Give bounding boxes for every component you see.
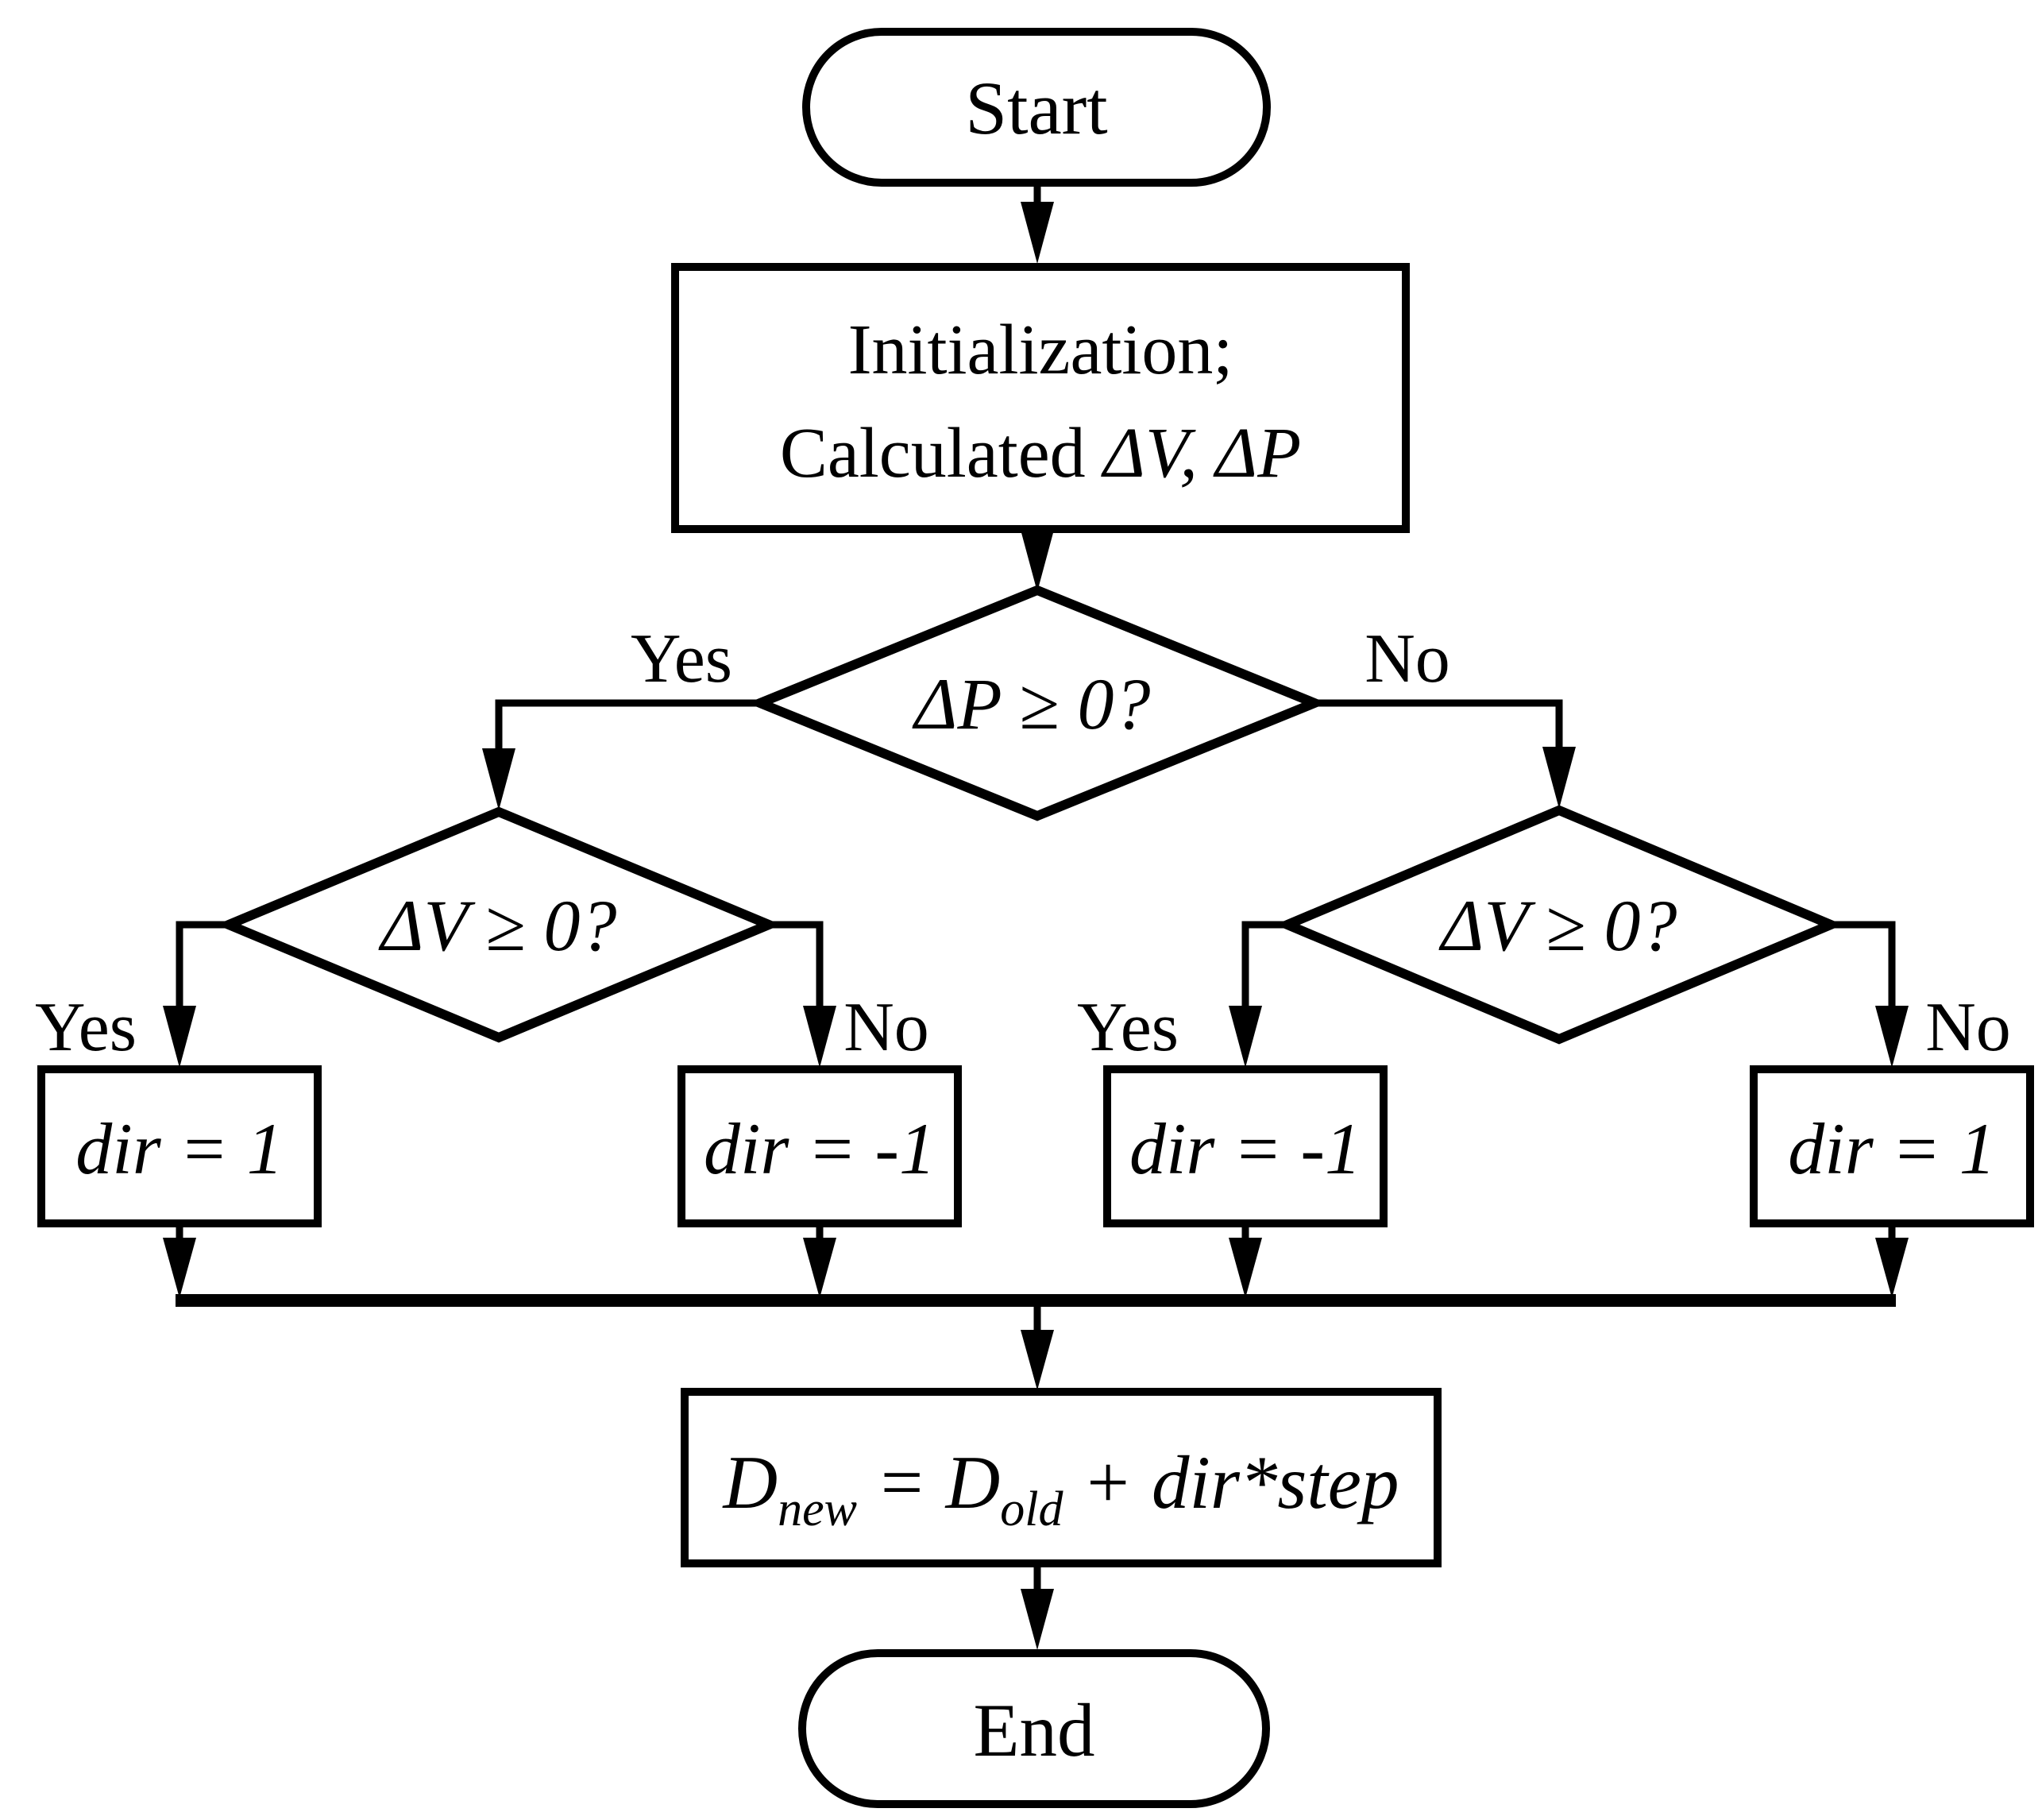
arrowhead-dp-yes xyxy=(482,748,515,810)
node-end-label: End xyxy=(973,1688,1094,1772)
node-update xyxy=(681,1388,1442,1567)
dir-right-yes-label: dir = -1 xyxy=(1129,1108,1361,1189)
node-decision-dp xyxy=(747,585,1327,821)
label-dv-right-yes: Yes xyxy=(1077,989,1179,1066)
label-dp-yes: Yes xyxy=(631,620,732,697)
update-sub1: new xyxy=(778,1482,857,1536)
dir-right-no-label: dir = 1 xyxy=(1788,1108,1995,1189)
update-sub2: old xyxy=(1000,1482,1063,1536)
update-base1: D xyxy=(722,1440,778,1524)
node-dir-right-yes xyxy=(1103,1065,1388,1227)
node-dir-left-yes xyxy=(37,1065,322,1227)
init-line1: Initialization; xyxy=(848,311,1233,389)
update-formula: Dnew = Dold + dir*step xyxy=(722,1440,1399,1536)
arrowhead-dv-left-no xyxy=(803,1006,836,1068)
dir-left-no-label: dir = -1 xyxy=(704,1108,936,1189)
arrowhead-update-end xyxy=(1021,1589,1054,1650)
label-dp-no: No xyxy=(1365,620,1450,697)
init-line2: Calculated ΔV, ΔP xyxy=(780,414,1301,493)
arrowhead-dp-no xyxy=(1542,747,1576,809)
arrowhead-init-decision xyxy=(1021,530,1054,592)
dir-left-yes-label: dir = 1 xyxy=(75,1108,283,1189)
init-line2-plain: Calculated xyxy=(780,414,1103,493)
arrowhead-merge-update xyxy=(1021,1330,1054,1390)
label-dv-left-no: No xyxy=(843,989,929,1066)
node-decision-dv-right xyxy=(1275,805,1843,1045)
label-dv-right-no: No xyxy=(1925,989,2011,1066)
arrowhead-dv-left-yes xyxy=(163,1006,196,1068)
arrowhead-dir-left-yes-merge xyxy=(163,1238,196,1298)
label-dv-left-yes: Yes xyxy=(35,989,137,1066)
arrowhead-dv-right-no xyxy=(1875,1006,1909,1068)
decision-dp-label: ΔP ≥ 0? xyxy=(911,663,1150,744)
edge-dv-left-yes xyxy=(176,921,229,1010)
node-initialization xyxy=(671,263,1410,533)
node-start-label: Start xyxy=(965,66,1107,150)
node-end xyxy=(798,1649,1270,1808)
node-decision-dv-left xyxy=(216,806,782,1043)
arrowhead-start-init xyxy=(1021,202,1054,264)
edge-dv-right-yes xyxy=(1241,921,1287,1010)
arrowhead-dv-right-yes xyxy=(1229,1006,1262,1068)
edge-dv-right-no xyxy=(1831,921,1896,1010)
arrowhead-dir-right-no-merge xyxy=(1875,1238,1909,1298)
decision-dv-left-label: ΔV ≥ 0? xyxy=(377,885,616,966)
edge-dp-yes xyxy=(495,699,760,753)
update-mid: = D xyxy=(857,1440,1000,1524)
arrowhead-dir-left-no-merge xyxy=(803,1238,836,1298)
arrowhead-dir-right-yes-merge xyxy=(1229,1238,1262,1298)
update-tail: + dir*step xyxy=(1063,1440,1399,1524)
edge-dp-no xyxy=(1314,699,1563,752)
init-line2-math: ΔV, ΔP xyxy=(1101,414,1301,493)
decision-dv-right-label: ΔV ≥ 0? xyxy=(1438,885,1677,966)
edge-dv-left-no xyxy=(769,921,824,1010)
